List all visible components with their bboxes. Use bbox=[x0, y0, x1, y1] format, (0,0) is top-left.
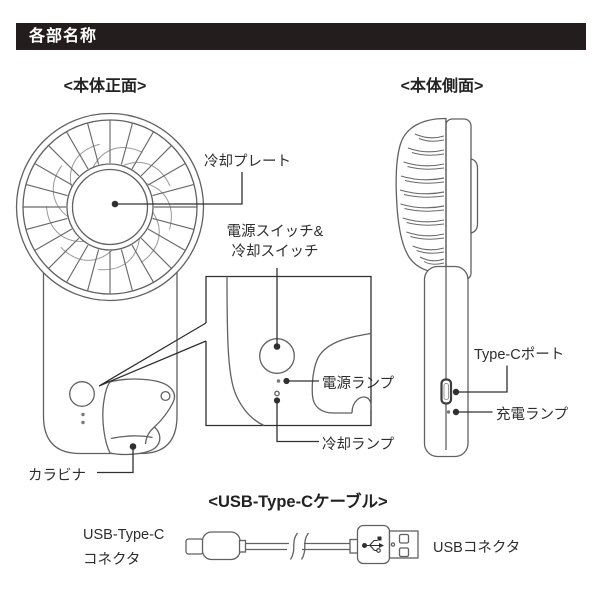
usb-connector-label: USBコネクタ bbox=[433, 540, 521, 556]
side-view-caption: <本体側面> bbox=[400, 78, 484, 95]
power-lamp-led bbox=[81, 412, 85, 417]
carabiner-hole bbox=[160, 390, 171, 402]
cooling-plate bbox=[71, 168, 149, 246]
type-c-port-label: Type-Cポート bbox=[474, 347, 565, 363]
power-switch-button bbox=[69, 381, 95, 407]
fan-grille-spokes bbox=[23, 120, 197, 294]
side-fan-head bbox=[395, 117, 447, 274]
section-header-bar: 各部名称 bbox=[16, 23, 586, 50]
power-cooling-switch-label: 電源スイッチ& 冷却スイッチ bbox=[212, 222, 338, 262]
cable-drawing bbox=[185, 524, 419, 565]
switch-label-line2: 冷却スイッチ bbox=[231, 244, 319, 260]
usb-trident-icon bbox=[362, 536, 384, 553]
type-c-port-leader bbox=[456, 365, 508, 393]
charge-lamp-label: 充電ランプ bbox=[496, 407, 569, 423]
power-lamp-enlarged bbox=[276, 379, 281, 383]
cooling-lamp-enlarged bbox=[274, 390, 280, 397]
cable-section-caption: <USB-Type-Cケーブル> bbox=[208, 493, 388, 511]
cooling-plate-label: 冷却プレート bbox=[204, 154, 291, 170]
front-view-drawing bbox=[15, 112, 243, 474]
switch-detail-inset bbox=[205, 268, 372, 443]
switch-label-line1: 電源スイッチ& bbox=[226, 224, 324, 240]
cooling-plate-leader bbox=[115, 172, 243, 205]
inset-callout-lines bbox=[98, 322, 207, 387]
carabiner-leader bbox=[97, 446, 134, 474]
type-c-plug-tip bbox=[185, 538, 204, 555]
cooling-lamp-led bbox=[81, 420, 85, 425]
section-title: 各部名称 bbox=[29, 28, 98, 45]
cable-line bbox=[245, 542, 352, 551]
carabiner-shape bbox=[102, 378, 176, 456]
charge-lamp-led bbox=[446, 410, 451, 414]
cooling-lamp-label: 冷却ランプ bbox=[322, 437, 395, 453]
side-louver-slats bbox=[399, 133, 445, 265]
type-c-plug-body bbox=[201, 531, 241, 561]
carabiner-label: カラビナ bbox=[28, 468, 86, 484]
inset-box bbox=[205, 275, 372, 427]
cable-break-marks bbox=[289, 532, 310, 560]
side-back-panel bbox=[444, 118, 472, 281]
side-view-drawing bbox=[395, 117, 508, 458]
cooling-lamp-leader bbox=[276, 403, 319, 443]
type-c-connector-label-line1: USB-Type-C bbox=[83, 527, 165, 543]
front-view-caption: <本体正面> bbox=[63, 78, 147, 95]
type-c-connector-label-line2: コネクタ bbox=[83, 552, 141, 568]
power-lamp-label: 電源ランプ bbox=[322, 376, 395, 392]
